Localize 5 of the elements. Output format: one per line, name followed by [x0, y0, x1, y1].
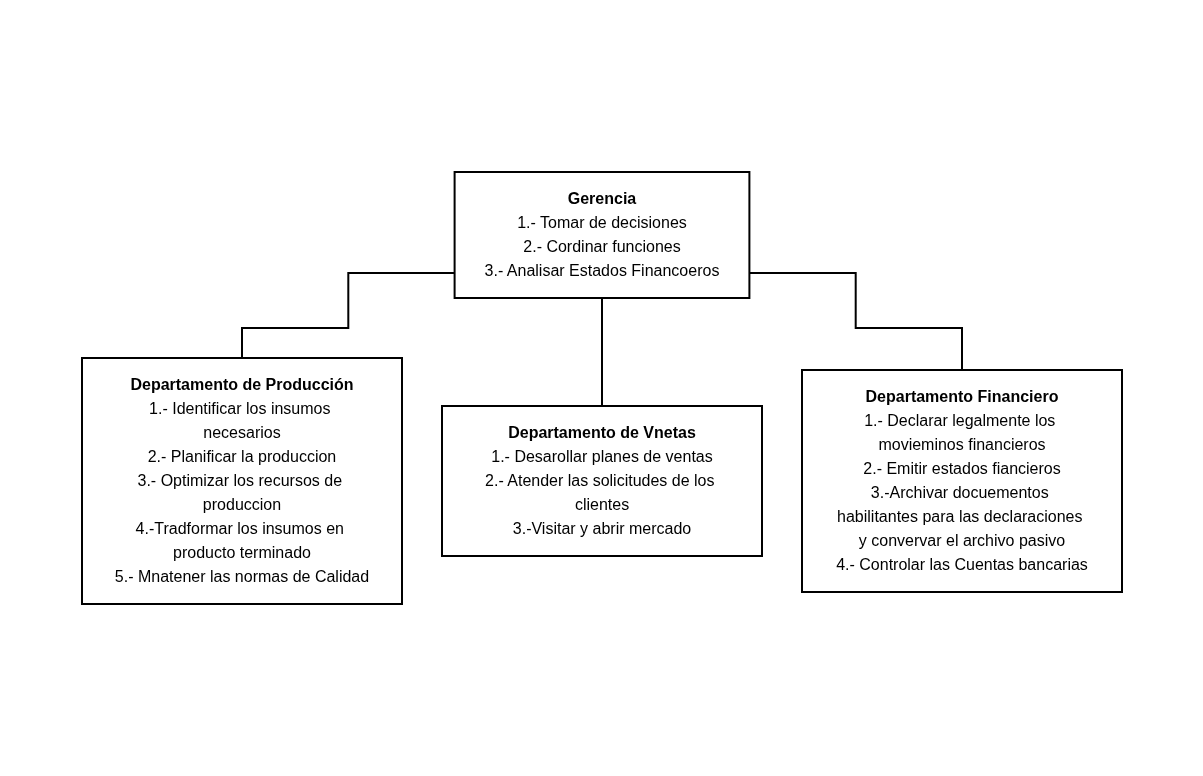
- connector: [600, 297, 603, 407]
- node-box: Departamento de Vnetas 1.- Desarollar planes de ventas 2.- Atender las solicitudes de los clientes 3.-Visitar y abrir mercado: [440, 405, 763, 557]
- node-box: Departamento Financiero 1.- Declarar legalmente los movieminos financieros 2.- Emitir estados fiancieros 3.-Archivar docuementos habilitantes para las declaraciones y convervar el archivo pasivo 4.- Controlar las Cuentas bancarias: [800, 369, 1123, 593]
- node-box: Departamento de Producción 1.- Identificar los insumos necesarios 2.- Planificar la produccion 3.- Optimizar los recursos de produccion 4.-Tradformar los insumos en producto terminado 5.- Mnatener las normas de Calidad: [80, 357, 403, 605]
- node-box: Gerencia 1.- Tomar de decisiones 2.- Cordinar funciones 3.- Analisar Estados Financoeros: [453, 171, 750, 299]
